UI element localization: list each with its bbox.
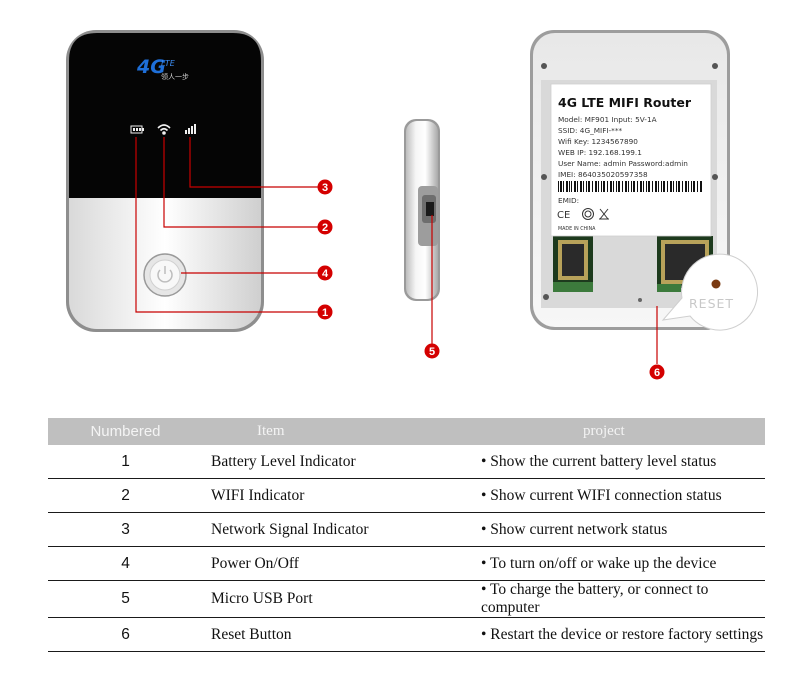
usb-port-slot: [426, 202, 434, 216]
reset-zoom-text: RESET: [689, 296, 734, 311]
header-item: Item: [203, 418, 475, 445]
label-title: 4G LTE MIFI Router: [558, 95, 692, 110]
row-item: Micro USB Port: [203, 580, 475, 618]
row-project: • Restart the device or restore factory …: [475, 617, 765, 652]
screw-icon: [541, 63, 547, 69]
table-row: 6 Reset Button • Restart the device or r…: [48, 617, 765, 652]
back-view: 4G LTE MIFI Router Model: MF901 Input: 5…: [530, 30, 758, 364]
power-icon: [157, 266, 173, 283]
side-view: [404, 119, 440, 345]
row-item: Network Signal Indicator: [203, 512, 475, 547]
row-number: 3: [48, 512, 203, 547]
marker-4-text: 4: [322, 268, 329, 280]
marker-2: 2: [317, 219, 333, 235]
front-callout-lines: [135, 137, 318, 313]
table-row: 5 Micro USB Port • To charge the battery…: [48, 580, 765, 618]
certification-icons: CE: [557, 208, 609, 221]
reset-hole[interactable]: [638, 298, 642, 302]
row-item: Reset Button: [203, 617, 475, 652]
logo-lte: LTE: [161, 59, 176, 68]
front-view: 4G LTE 领人一步: [66, 30, 318, 332]
row-project: • Show current WIFI connection status: [475, 478, 765, 513]
wifi-icon: [157, 124, 171, 135]
front-glass-panel: [69, 33, 261, 198]
marker-6-text: 6: [654, 367, 660, 379]
sim-slot-left: [553, 236, 593, 292]
screw-icon: [712, 63, 718, 69]
label-line-web-ip: WEB IP: 192.168.199.1: [558, 148, 642, 157]
logo-tagline: 领人一步: [161, 72, 189, 81]
marker-4: 4: [317, 265, 333, 281]
header-numbered: Numbered: [48, 418, 203, 445]
screw-icon: [543, 294, 549, 300]
device-diagram: 4G LTE 领人一步: [66, 30, 758, 380]
row-project: • Show the current battery level status: [475, 445, 765, 479]
marker-6: 6: [649, 364, 665, 380]
label-line-imei: IMEI: 864035020597358: [558, 170, 648, 179]
svg-text:CE: CE: [557, 210, 570, 221]
table-row: 4 Power On/Off • To turn on/off or wake …: [48, 546, 765, 581]
label-line-user: User Name: admin Password:admin: [558, 159, 688, 168]
label-line-model: Model: MF901 Input: 5V-1A: [558, 115, 657, 124]
product-label: [550, 83, 712, 237]
header-project: project: [475, 418, 765, 445]
label-line-ssid: SSID: 4G_MIFI-***: [558, 126, 622, 135]
logo-4g: 4G: [136, 56, 166, 78]
row-item: Power On/Off: [203, 546, 475, 581]
row-project: • Show current network status: [475, 512, 765, 547]
row-item: Battery Level Indicator: [203, 445, 475, 479]
row-project: • To charge the battery, or connect to c…: [475, 580, 765, 618]
label-line-wifi-key: Wifi Key: 1234567890: [558, 137, 638, 146]
screw-icon: [541, 174, 547, 180]
table-row: 3 Network Signal Indicator • Show curren…: [48, 512, 765, 547]
marker-2-text: 2: [322, 222, 328, 234]
label-made-in: MADE IN CHINA: [558, 226, 596, 232]
reset-button-zoom: [711, 279, 721, 289]
marker-5: 5: [424, 343, 440, 359]
row-number: 1: [48, 445, 203, 479]
signal-icon: [185, 124, 196, 134]
spec-table: Numbered Item project 1 Battery Level In…: [48, 418, 765, 652]
reset-zoom-callout: RESET: [661, 253, 758, 331]
marker-3-text: 3: [322, 182, 328, 194]
row-number: 4: [48, 546, 203, 581]
barcode: [558, 181, 702, 192]
table-header-row: Numbered Item project: [48, 418, 765, 445]
marker-1: 1: [317, 304, 333, 320]
table-row: 2 WIFI Indicator • Show current WIFI con…: [48, 478, 765, 513]
marker-1-text: 1: [322, 307, 328, 319]
row-item: WIFI Indicator: [203, 478, 475, 513]
screw-icon: [712, 174, 718, 180]
power-button[interactable]: [143, 253, 187, 297]
marker-5-text: 5: [429, 346, 435, 358]
table-row: 1 Battery Level Indicator • Show the cur…: [48, 445, 765, 479]
row-number: 5: [48, 580, 203, 618]
label-emid: EMID:: [558, 196, 579, 205]
row-project: • To turn on/off or wake up the device: [475, 546, 765, 581]
battery-icon: [130, 125, 144, 134]
row-number: 6: [48, 617, 203, 652]
marker-3: 3: [317, 179, 333, 195]
row-number: 2: [48, 478, 203, 513]
